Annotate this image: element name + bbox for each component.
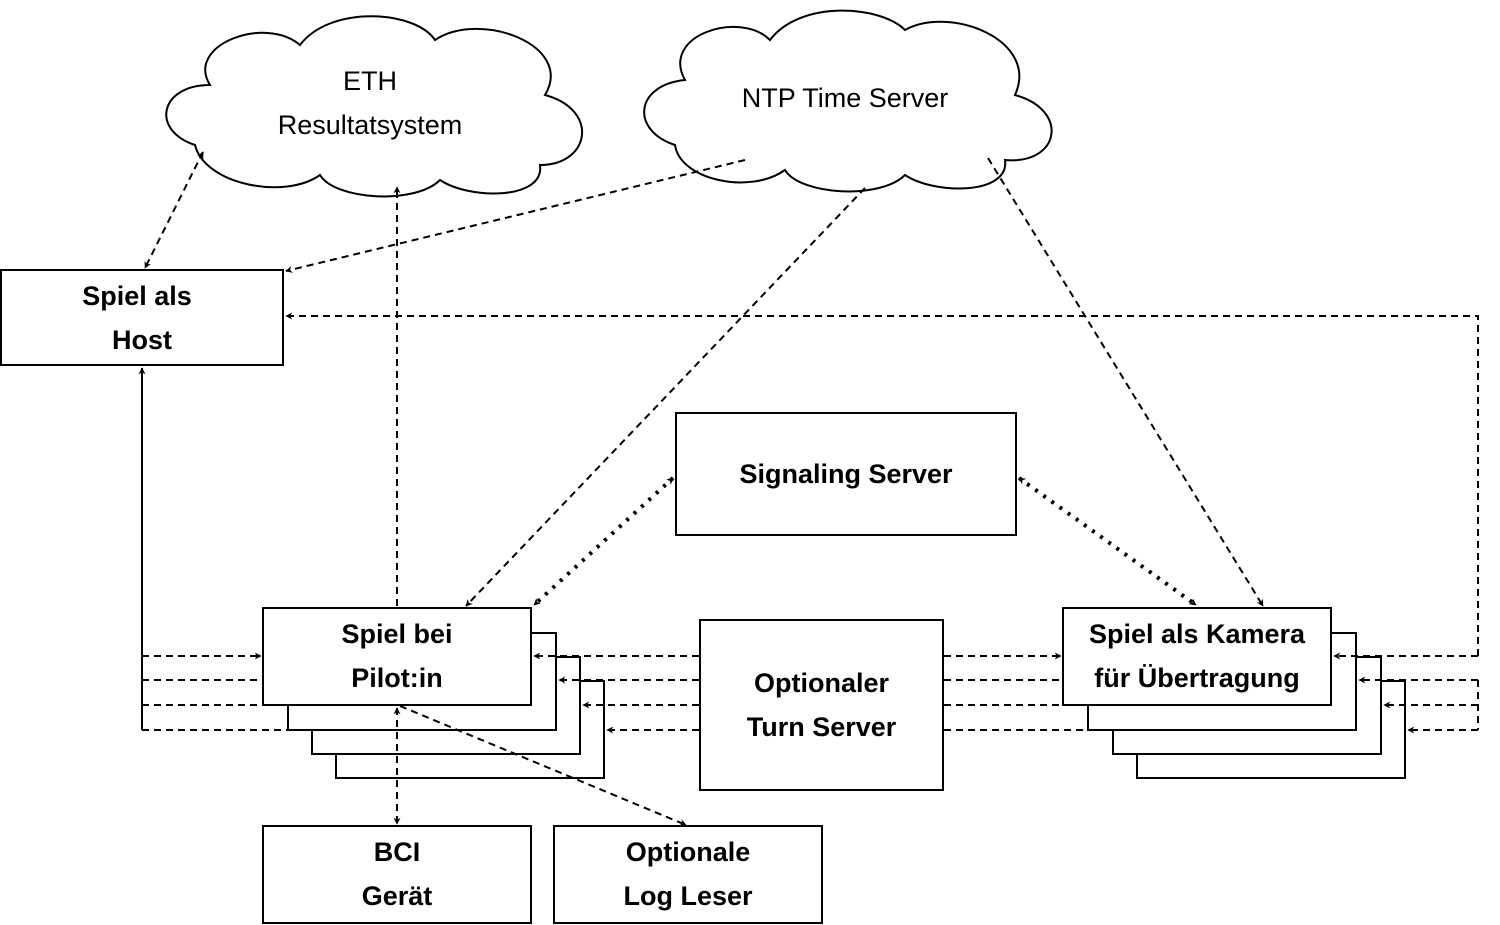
eth-cloud-shape <box>165 15 584 198</box>
ntp-cloud-label: NTP Time Server <box>690 75 1000 121</box>
host-line2: Host <box>112 325 172 355</box>
log-box <box>553 825 823 924</box>
signaling-label: Signaling Server <box>676 413 1016 535</box>
bci-line1: BCI <box>373 837 421 867</box>
eth-line1: ETH <box>343 66 397 96</box>
bci-box <box>262 825 532 924</box>
camera-host-loop <box>285 312 1479 656</box>
eth-line2: Resultatsystem <box>277 110 463 140</box>
signaling-pilot-connector <box>532 476 675 607</box>
eth-cloud-label: ETH Resultatsystem <box>240 58 500 148</box>
signaling-box <box>675 412 1017 536</box>
turn-line2: Turn Server <box>746 712 897 742</box>
pilot-line1: Spiel bei <box>341 619 453 649</box>
camera-label: Spiel als Kamera für Übertragung <box>1063 610 1331 702</box>
log-line2: Log Leser <box>623 881 753 911</box>
ntp-label: NTP Time Server <box>741 83 949 113</box>
pilot-log-connector <box>399 705 687 826</box>
pilot-box <box>262 607 532 706</box>
host-box <box>0 269 284 366</box>
turn-box <box>699 619 944 791</box>
turn-line1: Optionaler <box>753 668 889 698</box>
eth-host-connector <box>144 151 204 269</box>
ntp-camera-connector <box>987 157 1264 607</box>
ntp-pilot-connector <box>465 187 866 607</box>
camera-line2: für Übertragung <box>1094 663 1300 693</box>
camera-box <box>1062 607 1332 706</box>
pilot-line2: Pilot:in <box>351 663 443 693</box>
bci-line2: Gerät <box>361 881 433 911</box>
ntp-cloud-shape <box>643 9 1053 193</box>
signaling-camera-connector <box>1017 476 1198 607</box>
camera-line1: Spiel als Kamera <box>1088 619 1306 649</box>
log-line1: Optionale <box>625 837 751 867</box>
bci-label: BCI Gerät <box>263 828 531 920</box>
ntp-host-connector <box>285 159 746 273</box>
signaling-text: Signaling Server <box>739 459 953 489</box>
host-line1: Spiel als <box>82 281 192 311</box>
